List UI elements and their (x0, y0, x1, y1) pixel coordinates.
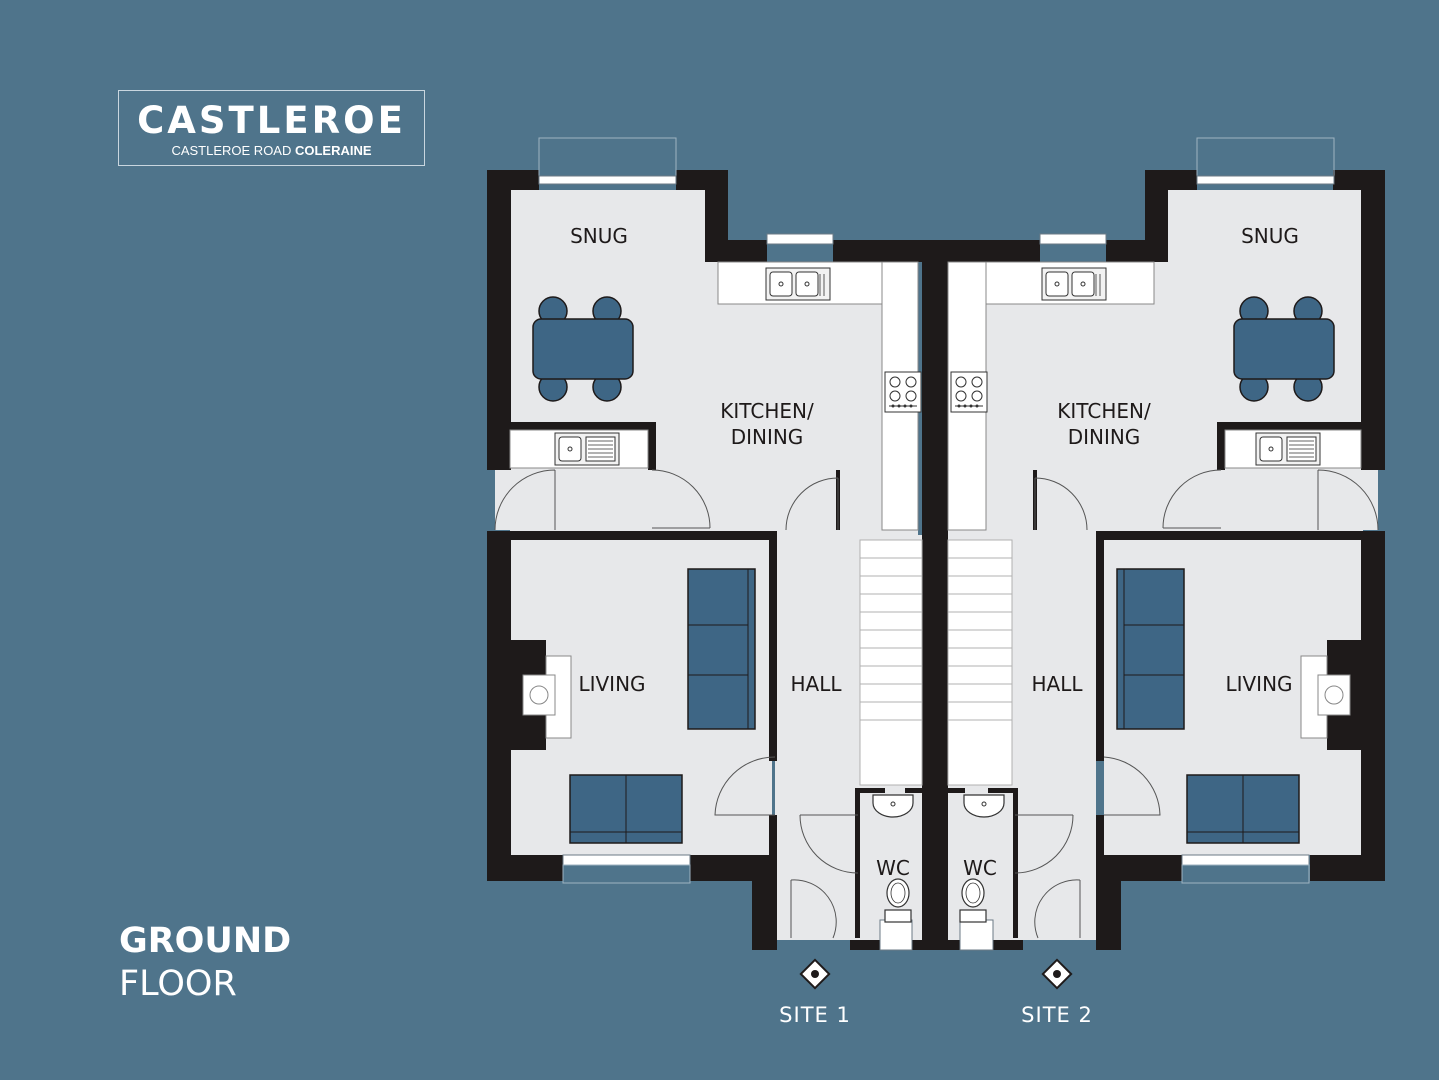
basin-icon (963, 794, 1005, 818)
kitchen-fittings-left (509, 261, 922, 531)
sink-icon (1041, 267, 1107, 301)
room-label-kitchen-left-1: KITCHEN/ (720, 399, 814, 423)
hob-icon (950, 371, 988, 413)
fireplace-icon (522, 655, 1351, 739)
door-icon (494, 469, 1379, 939)
entrance-marker-icon (1041, 958, 1073, 990)
sink-icon (1255, 432, 1321, 466)
room-label-snug-left: SNUG (570, 224, 628, 248)
brand-address-road: CASTLEROE ROAD (171, 143, 295, 158)
toilet-icon (884, 878, 912, 923)
brand-name: CASTLEROE (137, 99, 406, 142)
room-label-kitchen-right-2: DINING (1068, 425, 1141, 449)
kitchen-fittings-right (947, 261, 1362, 531)
entrance-marker-icon (799, 958, 831, 990)
site-label-2: SITE 2 (1021, 1003, 1093, 1027)
basin-icon (872, 794, 914, 818)
living-furniture (569, 568, 1300, 844)
room-label-kitchen-right-1: KITCHEN/ (1057, 399, 1151, 423)
walls-right (945, 170, 1385, 950)
room-label-hall-right: HALL (1031, 672, 1083, 696)
room-label-hall-left: HALL (790, 672, 842, 696)
room-label-living-right: LIVING (1225, 672, 1292, 696)
room-label-snug-right: SNUG (1241, 224, 1299, 248)
windows (538, 137, 1335, 951)
site-label-1: SITE 1 (779, 1003, 851, 1027)
floor-title-line2: FLOOR (119, 964, 237, 1004)
hob-icon (884, 371, 922, 413)
staircases (859, 539, 1013, 786)
toilet-icon (959, 878, 987, 923)
room-label-kitchen-left-2: DINING (731, 425, 804, 449)
brand-address-town: COLERAINE (294, 143, 372, 158)
brand-logo: CASTLEROE CASTLEROE ROAD COLERAINE (118, 90, 425, 166)
room-label-living-left: LIVING (578, 672, 645, 696)
floor-title: GROUND FLOOR (119, 920, 291, 1006)
floor-title-line1: GROUND (119, 921, 292, 961)
sink-icon (765, 267, 831, 301)
sink-icon (554, 432, 620, 466)
room-label-wc-right: WC (963, 856, 997, 880)
walls-left (487, 170, 948, 950)
brand-address: CASTLEROE ROAD COLERAINE (119, 143, 424, 159)
room-label-wc-left: WC (876, 856, 910, 880)
